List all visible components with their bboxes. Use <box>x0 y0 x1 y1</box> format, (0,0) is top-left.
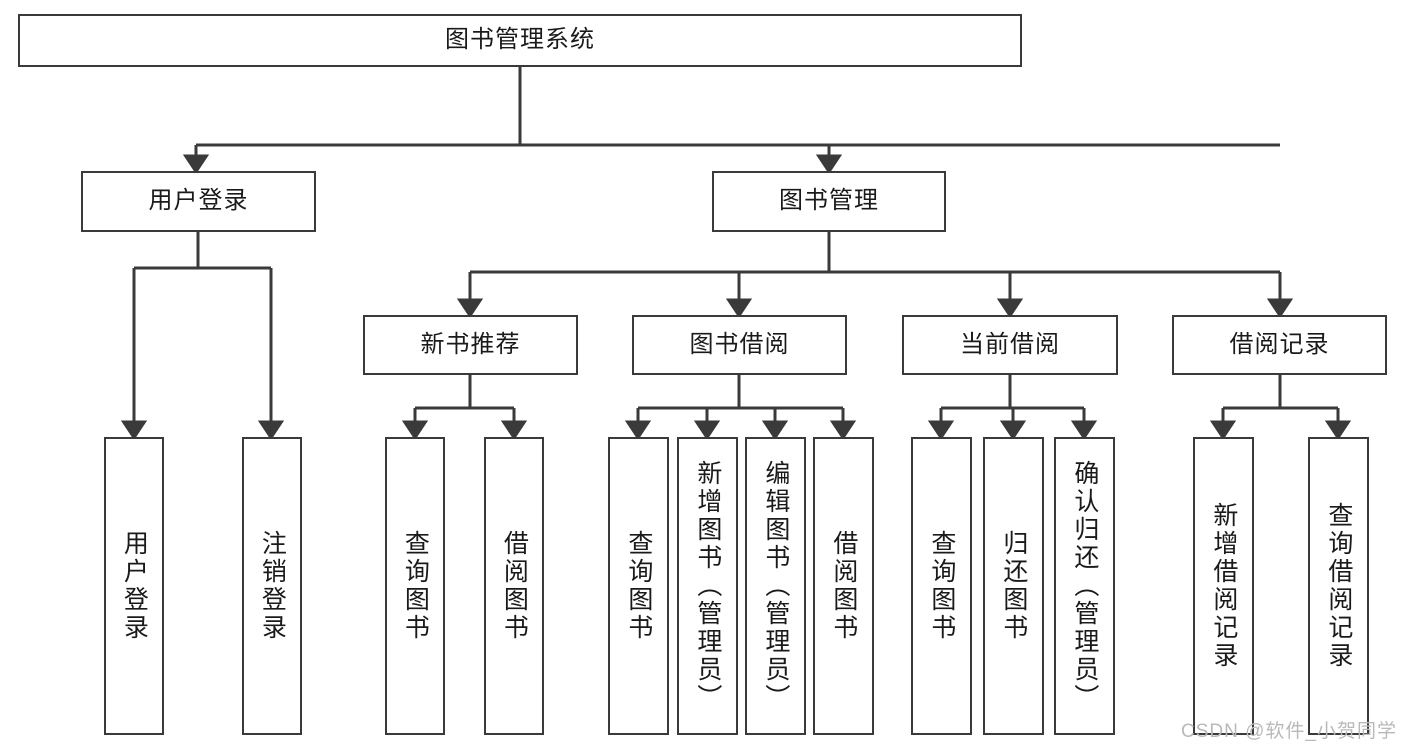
leaf-query-record[interactable]: 查询借阅记录 <box>1308 437 1369 735</box>
node-new-book-recommend[interactable]: 新书推荐 <box>363 315 578 375</box>
node-book-manage-label: 图书管理 <box>779 187 879 215</box>
csdn-watermark: CSDN @软件_小贺同学 <box>1181 721 1397 742</box>
leaf-borrow-book-new[interactable]: 借阅图书 <box>484 437 544 735</box>
node-borrow-record-label: 借阅记录 <box>1229 330 1330 358</box>
leaf-borrow-book-label: 借阅图书 <box>829 530 858 642</box>
leaf-add-record-label: 新增借阅记录 <box>1209 502 1238 670</box>
leaf-query-record-label: 查询借阅记录 <box>1324 502 1353 670</box>
node-root[interactable]: 图书管理系统 <box>18 14 1022 67</box>
node-borrow-record[interactable]: 借阅记录 <box>1172 315 1387 375</box>
leaf-edit-book[interactable]: 编辑图书（管理员） <box>745 437 806 735</box>
leaf-borrow-book-new-label: 借阅图书 <box>500 530 529 642</box>
leaf-confirm-return-label: 确认归还（管理员） <box>1070 460 1099 712</box>
leaf-user-login-label: 用户登录 <box>120 530 149 642</box>
node-book-borrow[interactable]: 图书借阅 <box>632 315 847 375</box>
leaf-return-book[interactable]: 归还图书 <box>983 437 1044 735</box>
node-user-login[interactable]: 用户登录 <box>81 171 316 232</box>
leaf-query-book-current[interactable]: 查询图书 <box>911 437 972 735</box>
leaf-query-book-borrow-label: 查询图书 <box>624 530 653 642</box>
leaf-query-book-current-label: 查询图书 <box>927 530 956 642</box>
leaf-query-book-new[interactable]: 查询图书 <box>385 437 445 735</box>
leaf-edit-book-label: 编辑图书（管理员） <box>761 460 790 712</box>
leaf-add-record[interactable]: 新增借阅记录 <box>1193 437 1254 735</box>
leaf-logout-label: 注销登录 <box>258 530 287 642</box>
leaf-query-book-new-label: 查询图书 <box>401 530 430 642</box>
leaf-logout[interactable]: 注销登录 <box>242 437 302 735</box>
node-root-label: 图书管理系统 <box>445 26 595 54</box>
node-book-manage[interactable]: 图书管理 <box>712 171 946 232</box>
node-user-login-label: 用户登录 <box>148 187 249 215</box>
node-current-borrow[interactable]: 当前借阅 <box>902 315 1118 375</box>
node-current-borrow-label: 当前借阅 <box>960 330 1060 358</box>
leaf-add-book-label: 新增图书（管理员） <box>693 460 722 712</box>
leaf-confirm-return[interactable]: 确认归还（管理员） <box>1054 437 1115 735</box>
leaf-return-book-label: 归还图书 <box>999 530 1028 642</box>
leaf-query-book-borrow[interactable]: 查询图书 <box>608 437 669 735</box>
leaf-borrow-book[interactable]: 借阅图书 <box>813 437 874 735</box>
leaf-user-login[interactable]: 用户登录 <box>104 437 164 735</box>
node-new-book-recommend-label: 新书推荐 <box>420 330 521 358</box>
node-book-borrow-label: 图书借阅 <box>689 330 790 358</box>
leaf-add-book[interactable]: 新增图书（管理员） <box>677 437 738 735</box>
